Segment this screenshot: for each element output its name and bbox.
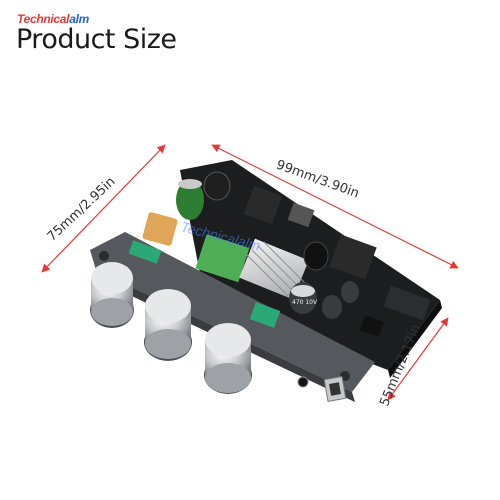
height-dimension-line [387, 317, 449, 401]
choke-coil [303, 241, 329, 271]
electrolytic-capacitor-top [178, 179, 202, 189]
dsp-chip [359, 315, 385, 337]
aux-jack [297, 376, 309, 388]
green-block [128, 240, 162, 264]
rear-capacitor [287, 202, 315, 228]
width-dimension-line [211, 144, 459, 269]
black-capacitor [203, 171, 231, 201]
brand-logo: Technicalalm [17, 12, 89, 26]
knob-treble [144, 289, 192, 361]
knob-volume [204, 323, 252, 394]
pcb-edge [388, 300, 442, 378]
brand-logo-text: Technicalalm [17, 12, 89, 26]
knob-bass [90, 262, 134, 328]
aluminium-capacitor-small-1 [322, 295, 342, 319]
electrolytic-capacitor [176, 180, 204, 220]
heatsink [239, 238, 309, 300]
green-header [249, 302, 281, 328]
power-terminal [243, 185, 283, 225]
inductor [142, 212, 178, 246]
bluetooth-module [383, 285, 431, 321]
panel-screw-hole-left [99, 251, 109, 261]
heatsink-fins [245, 241, 307, 297]
aluminium-capacitor-large-top [291, 285, 315, 297]
depth-dimension-line [41, 144, 166, 273]
green-capacitor-bank [195, 234, 250, 283]
front-panel [90, 232, 375, 392]
aluminium-capacitor-small-2 [341, 281, 359, 303]
usb-port-inner [329, 382, 341, 396]
page-title: Product Size [16, 24, 177, 55]
capacitor-label: 470 10V [292, 299, 318, 306]
speaker-terminal [329, 234, 377, 280]
